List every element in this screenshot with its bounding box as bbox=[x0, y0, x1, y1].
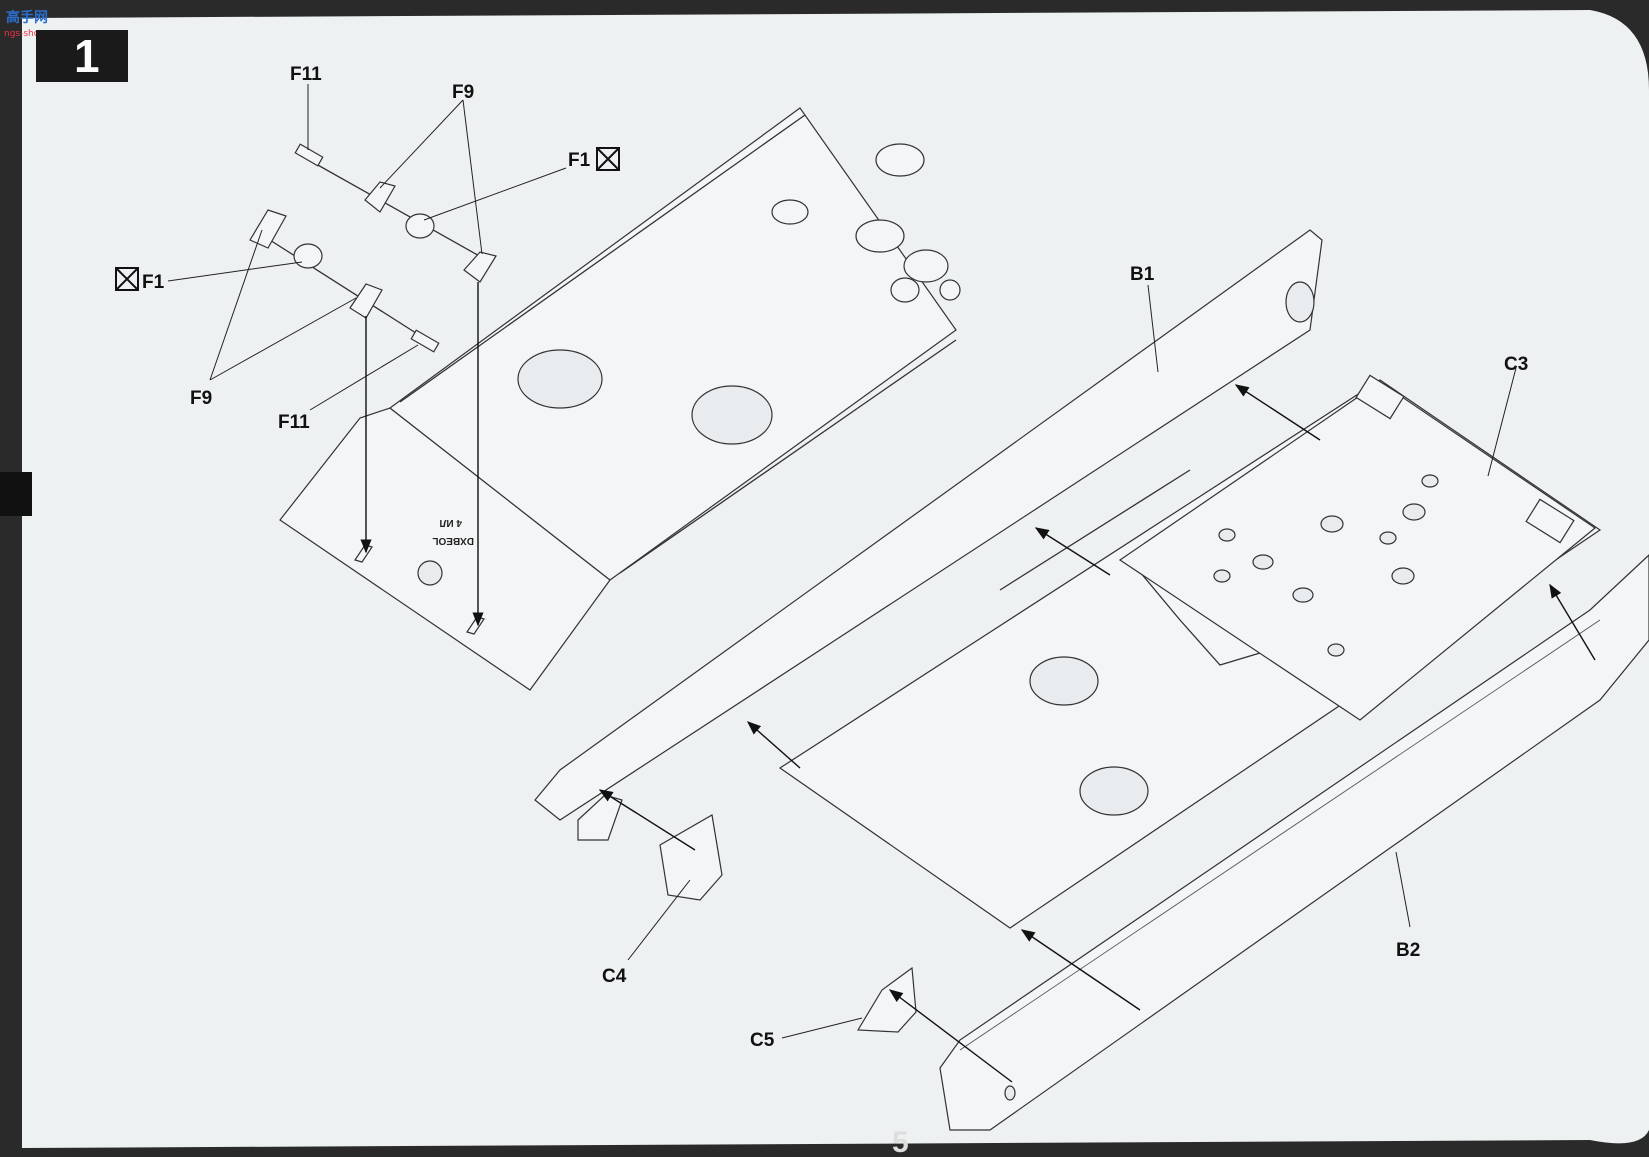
side-wall-b1 bbox=[534, 229, 1323, 821]
label-b1: B1 bbox=[1130, 264, 1155, 285]
hinge-f9-a bbox=[364, 181, 396, 213]
watermark: 高手网 ngs-shou.com bbox=[4, 9, 67, 39]
plate-marking-2: DXBEOL bbox=[432, 535, 474, 546]
hinge-f1-a bbox=[405, 213, 435, 239]
callouts: F11 F9 F1 F1 F9 F11 B1 C3 B2 C4 C5 bbox=[115, 64, 1528, 1051]
crossed-box-icon bbox=[115, 267, 139, 291]
hatch-opening-1 bbox=[517, 349, 603, 409]
label-f9-left: F9 bbox=[190, 388, 212, 409]
upper-hull-plate: 4 ИЛ DXBEOL bbox=[279, 107, 961, 691]
label-f11-bottom: F11 bbox=[278, 412, 310, 433]
hinge-f1-b bbox=[293, 243, 323, 269]
hinge-f9-b bbox=[463, 251, 497, 283]
round-port bbox=[417, 560, 443, 586]
step-badge: 1 bbox=[36, 30, 128, 82]
pin-f11-top bbox=[294, 143, 324, 167]
left-edge-mark bbox=[0, 472, 32, 516]
label-b2: B2 bbox=[1396, 940, 1420, 961]
plate-c5 bbox=[856, 966, 917, 1033]
watermark-sub: ngs-shou.com bbox=[4, 29, 67, 39]
page-number: 5 bbox=[892, 1126, 909, 1157]
deck-holes bbox=[1213, 474, 1439, 657]
leader-lines bbox=[167, 84, 1517, 1039]
label-c3: C3 bbox=[1504, 354, 1528, 375]
crossed-box-icon bbox=[596, 147, 620, 171]
rear-deck-c3 bbox=[1118, 381, 1597, 721]
label-c5: C5 bbox=[750, 1030, 775, 1051]
pin-f11-bottom bbox=[410, 329, 440, 353]
side-wall-b2 bbox=[939, 554, 1649, 1131]
plate-c4 bbox=[659, 814, 723, 901]
label-c4: C4 bbox=[602, 966, 627, 987]
label-f1-left: F1 bbox=[142, 272, 165, 293]
watermark-text: 高手网 bbox=[6, 9, 48, 26]
label-f9-top: F9 bbox=[452, 82, 474, 103]
plate-marking-1: 4 ИЛ bbox=[439, 517, 462, 528]
lower-hull bbox=[534, 229, 1649, 1131]
hatch-opening-2 bbox=[691, 385, 773, 445]
hatch-details bbox=[771, 143, 961, 303]
label-f1-right: F1 bbox=[568, 150, 591, 171]
hinge-f9-d bbox=[349, 283, 383, 319]
step-number: 1 bbox=[74, 30, 100, 82]
label-f11-top: F11 bbox=[290, 64, 322, 85]
